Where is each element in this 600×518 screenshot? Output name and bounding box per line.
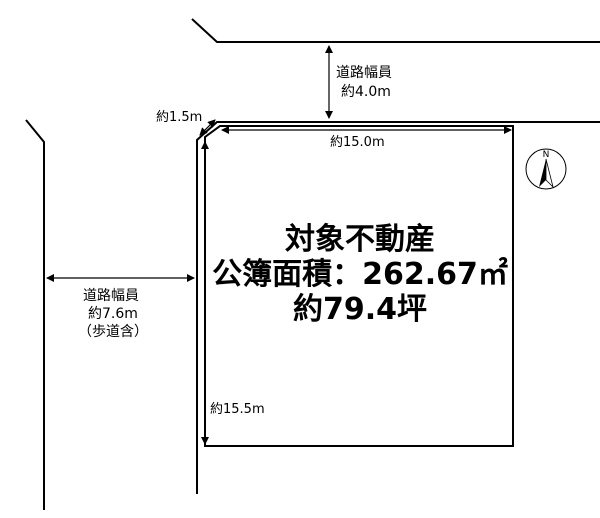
- west-road-label: 道路幅員: [83, 288, 139, 304]
- north-road-label: 道路幅員: [336, 65, 392, 81]
- property-tsubo: 約79.4坪: [293, 292, 427, 327]
- corner-cut-dimension: 約1.5m: [156, 110, 202, 125]
- property-title: 対象不動産: [285, 222, 435, 257]
- compass-label: N: [543, 150, 550, 160]
- north-road-width: 約4.0m: [341, 84, 391, 100]
- west-road-width: 約7.6m: [88, 306, 138, 322]
- corner-cut-arrow: [199, 119, 216, 136]
- west-road-left-edge: [25, 119, 45, 510]
- property-area: 公簿面積：262.67㎡: [212, 257, 508, 292]
- west-side-dimension: 約15.5m: [210, 402, 265, 417]
- west-road-note: （歩道含）: [78, 324, 148, 340]
- north-road-upper-edge: [191, 18, 600, 43]
- north-side-dimension: 約15.0m: [330, 135, 385, 150]
- north-arrow-icon: N: [525, 148, 567, 190]
